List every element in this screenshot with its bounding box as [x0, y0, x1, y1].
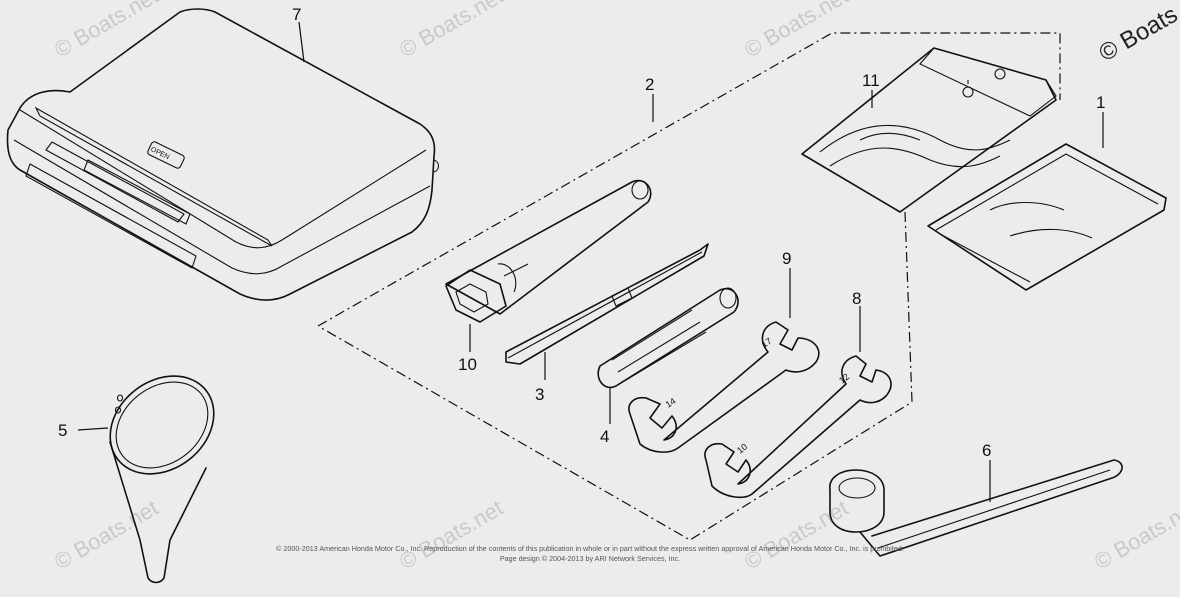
- part-10-plug-wrench: [446, 181, 651, 322]
- part-8-wrench-10-12: 10 12: [705, 356, 891, 497]
- watermark: © Boats.net: [740, 0, 852, 62]
- callout-11: 11: [862, 71, 880, 90]
- callout-1: 1: [1096, 93, 1105, 112]
- leader-line-7: [299, 22, 304, 62]
- watermark: © Boats.net: [50, 0, 162, 62]
- callout-4: 4: [600, 427, 609, 446]
- part-9-wrench-14-17: 14 17: [629, 322, 819, 452]
- case-label: OPEN: [149, 146, 170, 161]
- callout-3: 3: [535, 385, 544, 404]
- callout-9: 9: [782, 249, 791, 268]
- watermark: © Boats.net: [740, 495, 852, 574]
- part-3-screwdriver: [506, 244, 708, 364]
- copyright-line: © 2000-2013 American Honda Motor Co., In…: [276, 544, 904, 553]
- wrench-size-label: 12: [837, 372, 851, 386]
- callout-5: 5: [58, 421, 67, 440]
- watermark: © Boats.net: [1095, 0, 1180, 67]
- callout-8: 8: [852, 289, 861, 308]
- wrench-size-label: 10: [735, 442, 749, 456]
- part-5-funnel: [91, 356, 233, 583]
- callout-6: 6: [982, 441, 991, 460]
- copyright-line: Page design © 2004-2013 by ARI Network S…: [500, 554, 680, 563]
- part-4-screwdriver-handle: [598, 288, 738, 387]
- watermark-layer: © Boats.net © Boats.net © Boats.net © Bo…: [50, 0, 1180, 574]
- callout-10: 10: [458, 355, 477, 374]
- watermark: © Boats.net: [395, 495, 507, 574]
- leader-line-5: [78, 428, 108, 430]
- watermark: © Boats.net: [395, 0, 507, 62]
- tool-kit-outline: [318, 33, 1060, 540]
- callout-7: 7: [292, 5, 301, 24]
- wrench-size-label: 14: [664, 396, 678, 410]
- watermark: © Boats.net: [1090, 495, 1180, 574]
- part-11-tool-bag: [802, 48, 1056, 212]
- callout-2: 2: [645, 75, 654, 94]
- part-6-box-wrench: [830, 460, 1122, 556]
